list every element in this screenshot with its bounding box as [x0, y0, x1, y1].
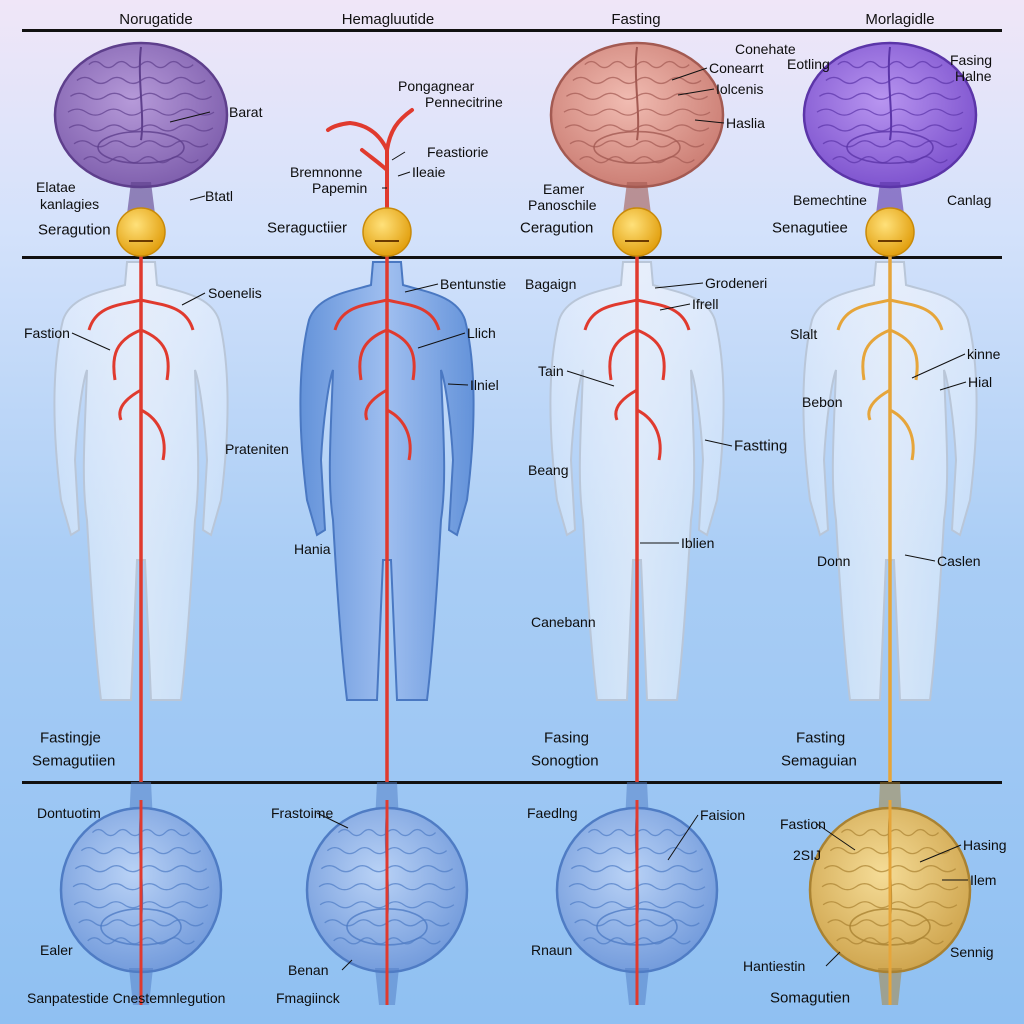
c3-label-body-7: Iblien — [681, 534, 715, 551]
brain-top-3 — [549, 41, 725, 189]
c3-label-body-6: Beang — [528, 461, 569, 478]
c2-label-bottom-1: Frastoime — [271, 804, 334, 821]
c1-label-top-1: Barat — [229, 103, 263, 120]
c4-label-bottom-5: Hantiestin — [743, 957, 806, 974]
c3-label-bottom-1: Faedlng — [527, 804, 578, 821]
c4-label-gland: Senagutiee — [772, 219, 848, 237]
c4-label-top-1: Fasing — [950, 51, 993, 68]
brain-stem-top-1 — [127, 182, 155, 214]
vessel-network-2 — [333, 236, 441, 782]
c4-label-body-5: Donn — [817, 552, 851, 569]
column-title-2: Hemagluutide — [341, 11, 435, 28]
c1-label-body-3: Prateniten — [225, 440, 289, 457]
nerve-tree-2 — [326, 108, 414, 216]
c3-label-body-8: Canebann — [531, 613, 596, 630]
divider-upper — [22, 256, 1002, 259]
c4-label-body-1: Slalt — [790, 325, 818, 342]
c4-label-body-3: Hial — [968, 373, 993, 390]
c2-label-gland: Seraguctiier — [267, 219, 348, 237]
c2-label-body-1: Bentunstie — [440, 275, 507, 292]
c3-label-bottom-2: Faision — [700, 806, 746, 823]
c1-label-bottom-2: Ealer — [40, 941, 73, 958]
c1-label-body-1: Soenelis — [208, 284, 262, 301]
c3-label-body-5: Fastting — [734, 437, 788, 455]
column-title-3: Fasting — [611, 11, 661, 28]
vessel-network-1 — [87, 236, 195, 782]
c3-label-top-2: Eotling — [787, 55, 830, 72]
c3-label-bottom-3: Rnaun — [531, 941, 573, 958]
gland-3 — [612, 207, 662, 257]
c4-label-body-2: kinne — [967, 345, 1001, 362]
c1-label-top-2: Elatae — [36, 178, 76, 195]
c3-label-top-6: Eamer — [543, 180, 585, 197]
c2-label-body-3: Ilniel — [470, 376, 499, 393]
c2-label-bottom-2: Benan — [288, 961, 329, 978]
c2-label-body-2: Llich — [467, 324, 496, 341]
c2-label-top-5: Papemin — [312, 179, 368, 196]
c4-label-bottom-7: Somagutien — [770, 989, 851, 1007]
c3-label-body-2: Grodeneri — [705, 274, 768, 291]
c2-label-top-2: Pennecitrine — [425, 93, 503, 110]
c4-label-foot-2: Semaguian — [781, 752, 857, 770]
c3-label-foot-2: Sonogtion — [531, 752, 599, 770]
gland-4 — [865, 207, 915, 257]
c4-label-bottom-3: 2SIJ — [793, 846, 822, 863]
c3-label-top-5: Haslia — [726, 114, 765, 131]
vessel-network-3 — [583, 236, 691, 782]
c4-label-bottom-2: Hasing — [963, 836, 1007, 853]
c1-label-foot-1: Fastingje — [40, 729, 101, 747]
c2-label-top-1: Pongagnear — [398, 77, 475, 94]
c3-label-body-1: Bagaign — [525, 275, 577, 292]
c3-label-top-4: Iolcenis — [716, 80, 764, 97]
c1-label-body-2: Fastion — [24, 324, 70, 341]
c3-label-foot-1: Fasing — [544, 729, 590, 747]
vessel-network-4 — [836, 236, 944, 782]
c2-label-top-6: Ileaie — [412, 163, 446, 180]
c2-label-body-4: Hania — [294, 540, 331, 557]
divider-lower — [22, 781, 1002, 784]
brain-stem-top-3 — [623, 182, 651, 214]
c1-label-foot-2: Semagutiien — [32, 752, 116, 770]
c4-label-top-2: Halne — [955, 67, 992, 84]
gland-1 — [116, 207, 166, 257]
c2-label-top-3: Feastiorie — [427, 143, 489, 160]
c3-label-body-4: Tain — [538, 362, 564, 379]
column-title-4: Morlagidle — [865, 11, 935, 28]
c4-label-bottom-6: Sennig — [950, 943, 994, 960]
brain-top-1 — [53, 41, 229, 189]
gland-2 — [362, 207, 412, 257]
c4-label-body-6: Caslen — [937, 552, 981, 569]
c1-label-bottom-1: Dontuotim — [37, 804, 101, 821]
c4-label-bottom-1: Fastion — [780, 815, 826, 832]
c3-label-top-1: Conehate — [735, 40, 796, 57]
c4-label-bottom-4: Ilem — [970, 871, 997, 888]
brain-stem-top-4 — [876, 182, 904, 214]
c1-label-top-3: kanlagies — [40, 195, 100, 212]
c2-label-bottom-3: Fmagiinck — [276, 989, 340, 1006]
c4-label-body-4: Bebon — [802, 393, 843, 410]
c1-label-top-4: Btatl — [205, 187, 234, 204]
c2-label-top-4: Bremnonne — [290, 163, 363, 180]
c3-label-top-7: Panoschile — [528, 196, 597, 213]
c4-label-top-4: Canlag — [947, 191, 992, 208]
c4-label-foot-1: Fasting — [796, 729, 846, 747]
divider-top — [22, 29, 1002, 32]
c3-label-gland: Ceragution — [520, 219, 594, 237]
c1-label-bottom-3: Sanpatestide Cnestemnlegution — [27, 989, 226, 1006]
c4-label-top-3: Bemechtine — [793, 191, 867, 208]
c3-label-body-3: Ifrell — [692, 295, 719, 312]
column-title-1: Norugatide — [119, 11, 193, 28]
c1-label-gland: Seragution — [38, 221, 111, 239]
c3-label-top-3: Conearrt — [709, 59, 764, 76]
leader-lines — [71, 67, 968, 971]
